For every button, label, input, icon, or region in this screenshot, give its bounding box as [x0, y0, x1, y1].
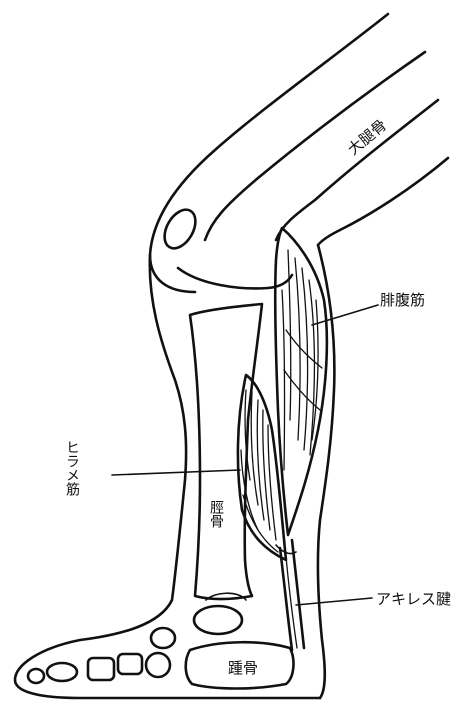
leader-line-soleus: [112, 470, 240, 475]
metatarsal-bone-2: [88, 658, 114, 680]
gastrocnemius-muscle: [275, 228, 327, 535]
tibia-bone: [190, 304, 262, 600]
label-achilles: アキレス腱: [376, 590, 451, 608]
cuneiform-bone: [146, 653, 170, 677]
metatarsal-bone-1: [118, 654, 142, 674]
kneecap: [158, 204, 202, 253]
phalanx-bone-2: [28, 669, 44, 683]
navicular-bone: [151, 628, 175, 648]
achilles-tendon: [276, 540, 304, 650]
label-heel: 踵骨: [228, 659, 258, 677]
label-soleus: ヒラメ筋: [64, 440, 80, 497]
label-thigh: 大腿骨: [344, 116, 390, 159]
leader-line-achilles: [296, 598, 372, 605]
phalanx-bone-1: [47, 663, 77, 681]
label-gastrocnemius: 腓腹筋: [380, 291, 425, 309]
leader-line-gastrocnemius: [312, 305, 378, 325]
talus-bone: [194, 606, 242, 634]
femur-outline: [150, 14, 448, 292]
label-tibia: 脛骨: [208, 500, 224, 528]
